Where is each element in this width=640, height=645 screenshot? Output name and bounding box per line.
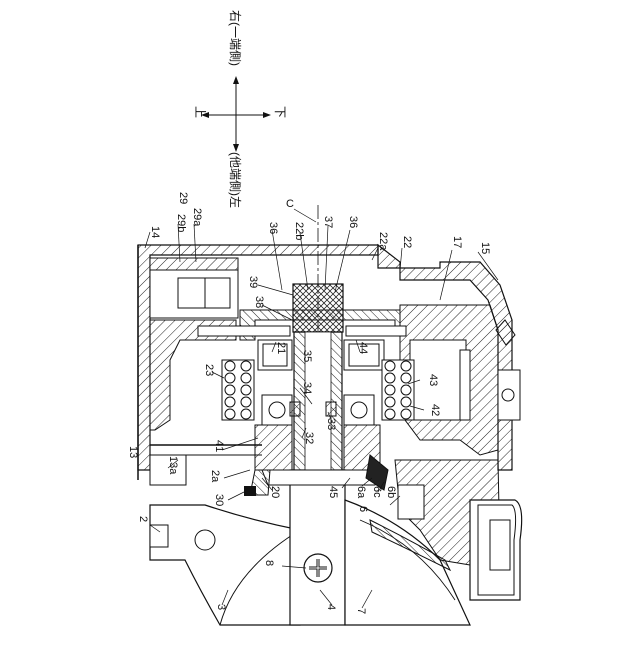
direction-right-label: 右(一端側): [228, 10, 243, 66]
label-7: 7: [355, 608, 367, 614]
label-3: 3: [215, 604, 227, 610]
label-35: 35: [301, 350, 313, 362]
label-36-right: 36: [347, 216, 359, 228]
label-6b: 6b: [385, 486, 397, 498]
label-2a: 2a: [209, 470, 221, 483]
label-37: 37: [322, 216, 334, 228]
label-32: 32: [303, 432, 315, 444]
label-33: 33: [325, 418, 337, 430]
direction-down-label: 下: [273, 106, 287, 118]
label-21: 21: [275, 342, 287, 354]
label-42: 42: [429, 404, 441, 416]
label-13a: 13a: [167, 456, 179, 475]
label-29: 29: [177, 192, 189, 204]
label-4: 4: [325, 604, 337, 610]
label-38: 38: [253, 296, 265, 308]
label-22: 22: [401, 236, 413, 248]
label-6: 6: [357, 506, 369, 512]
label-6a: 6a: [355, 486, 367, 499]
label-45: 45: [327, 486, 339, 498]
label-23: 23: [203, 364, 215, 376]
label-29b: 29b: [175, 214, 187, 232]
label-15: 15: [479, 242, 491, 254]
orientation-indicator: 上 下 右(一端側) (他端側)左: [193, 10, 287, 208]
label-8: 8: [263, 560, 275, 566]
label-39: 39: [247, 276, 259, 288]
label-34: 34: [301, 382, 313, 394]
label-22b: 22b: [293, 222, 305, 240]
direction-left-label: (他端側)左: [228, 152, 243, 208]
label-13: 13: [127, 446, 139, 458]
label-6c: 6c: [371, 486, 383, 498]
label-14: 14: [149, 226, 161, 238]
spring-left: [222, 360, 254, 420]
centerline-label: C: [286, 198, 294, 210]
label-30: 30: [213, 494, 225, 506]
label-17: 17: [451, 236, 463, 248]
label-44: 44: [357, 342, 369, 354]
label-36-left: 36: [267, 222, 279, 234]
label-2: 2: [137, 516, 149, 522]
direction-up-label: 上: [193, 106, 207, 118]
spring-right: [382, 360, 414, 420]
label-22a: 22a: [377, 232, 389, 251]
label-29a: 29a: [191, 208, 203, 227]
label-20: 20: [269, 486, 281, 498]
label-41: 41: [213, 440, 225, 452]
label-43: 43: [427, 374, 439, 386]
